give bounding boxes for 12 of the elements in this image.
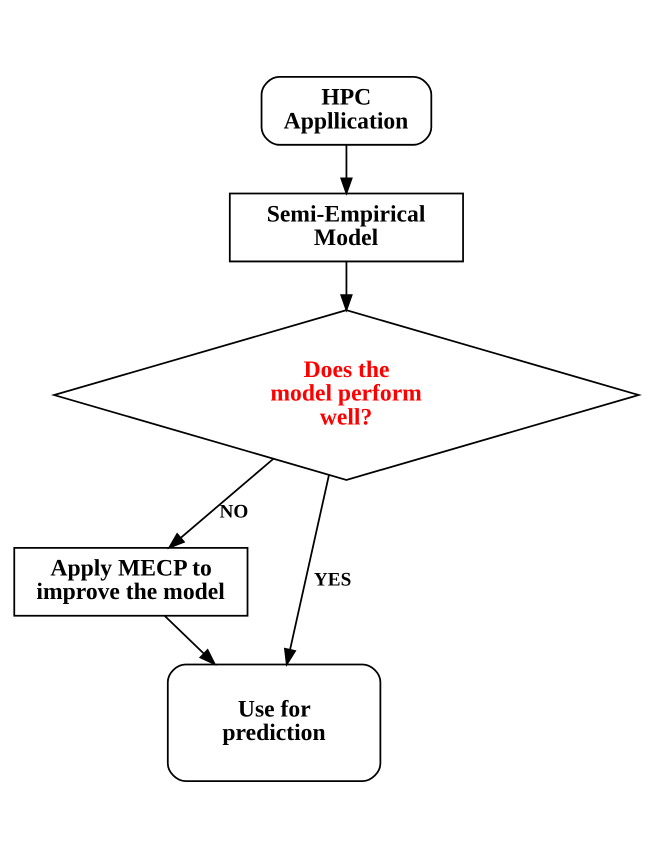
node-box: Use for prediction (166, 664, 382, 782)
node-box: HPC Appllication (260, 76, 432, 146)
node-diamond: Does the model perform well? (50, 309, 642, 481)
node-box: Apply MECP to improve the model (13, 546, 248, 617)
edge-label: NO (219, 501, 248, 522)
arrow (340, 261, 353, 313)
arrow (164, 615, 217, 666)
edge-label: YES (314, 569, 352, 590)
arrow (167, 458, 274, 550)
arrow (340, 145, 353, 196)
node-box: Semi-Empirical Model (228, 192, 464, 262)
arrow (284, 474, 330, 667)
